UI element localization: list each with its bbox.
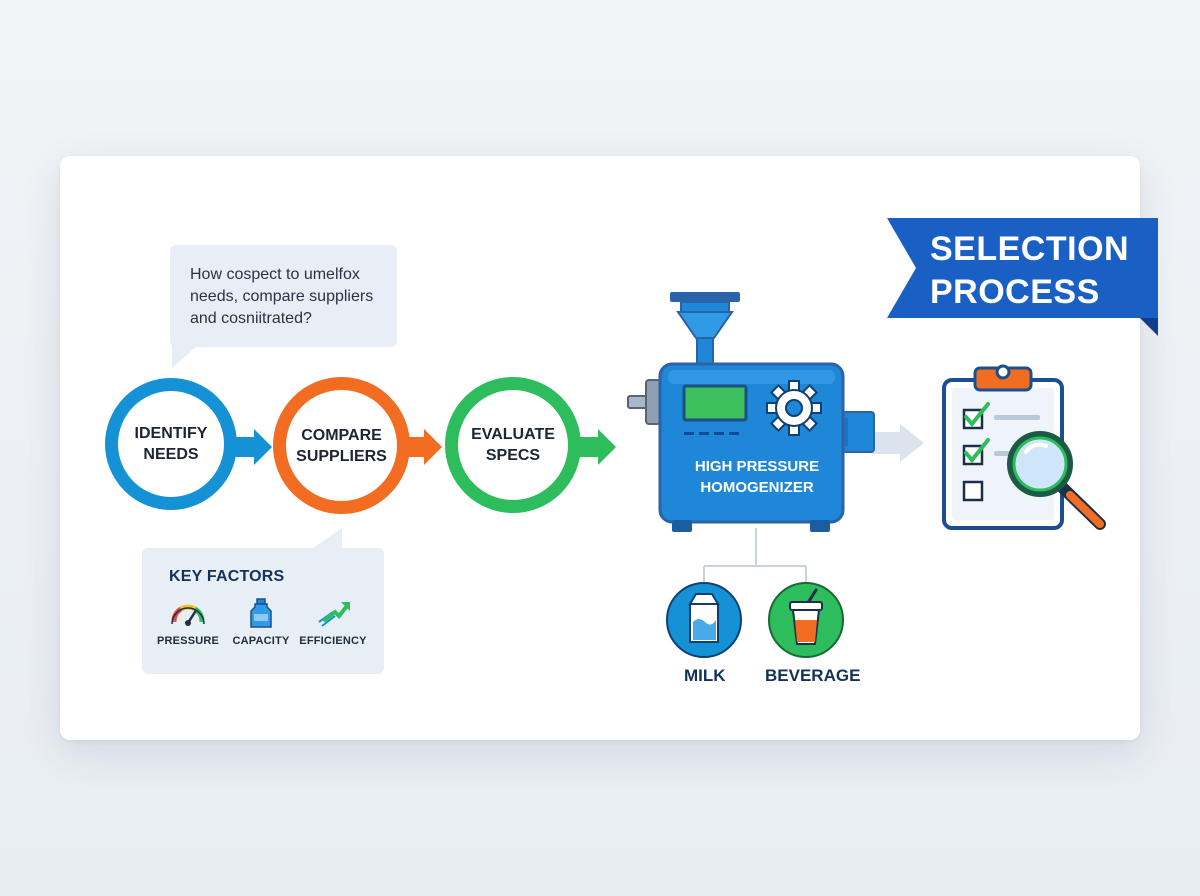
gear-icon xyxy=(766,380,822,436)
factors-tail xyxy=(310,528,342,550)
rising-arrow-icon xyxy=(318,602,350,627)
question-bubble: How cospect to umelfox needs, compare su… xyxy=(170,245,397,347)
magnifying-glass-icon xyxy=(1007,431,1106,530)
display-panel-icon xyxy=(682,384,748,422)
arrow-step3-to-machine xyxy=(580,429,616,465)
checkbox-1 xyxy=(962,402,1040,430)
step-evaluate-specs: EVALUATE SPECS xyxy=(445,377,581,513)
bottle-icon xyxy=(250,598,272,628)
factor-capacity: CAPACITY xyxy=(226,598,296,647)
factor-efficiency-label: EFFICIENCY xyxy=(299,635,367,647)
arrow-step1-to-step2 xyxy=(236,429,272,465)
machine-foot-left xyxy=(672,520,692,532)
milk-carton-icon xyxy=(666,582,742,658)
drink-cup-icon xyxy=(768,582,844,658)
step-identify-needs: IDENTIFY NEEDS xyxy=(105,378,237,510)
key-factors-title: KEY FACTORS xyxy=(169,568,285,585)
arrow-machine-to-checklist xyxy=(872,424,924,462)
banner-title: SELECTION PROCESS xyxy=(930,230,1130,311)
indicator-dashes xyxy=(684,432,739,435)
pressure-gauge-icon xyxy=(171,604,205,626)
factor-capacity-label: CAPACITY xyxy=(232,635,290,647)
homogenizer-machine xyxy=(627,292,875,532)
bubble-tail xyxy=(172,345,198,368)
machine-foot-right xyxy=(810,520,830,532)
checkbox-3 xyxy=(962,480,984,502)
key-factors-box: KEY FACTORS PRESSURE CAPACITY EFFICIENCY xyxy=(142,548,384,674)
factor-pressure-label: PRESSURE xyxy=(156,635,220,647)
hopper-icon xyxy=(670,292,740,367)
selection-banner xyxy=(887,218,1158,336)
product-label-beverage: BEVERAGE xyxy=(765,666,861,685)
question-text: How cospect to umelfox needs, compare su… xyxy=(190,266,374,327)
arrow-step2-to-step3 xyxy=(408,429,442,465)
machine-label: HIGH PRESSURE HOMOGENIZER xyxy=(694,458,820,496)
product-label-milk: MILK xyxy=(684,666,726,685)
factor-efficiency: EFFICIENCY xyxy=(298,598,368,647)
factor-pressure: PRESSURE xyxy=(153,598,223,647)
step-compare-suppliers: COMPARE SUPPLIERS xyxy=(273,377,410,514)
product-connectors xyxy=(703,528,807,584)
